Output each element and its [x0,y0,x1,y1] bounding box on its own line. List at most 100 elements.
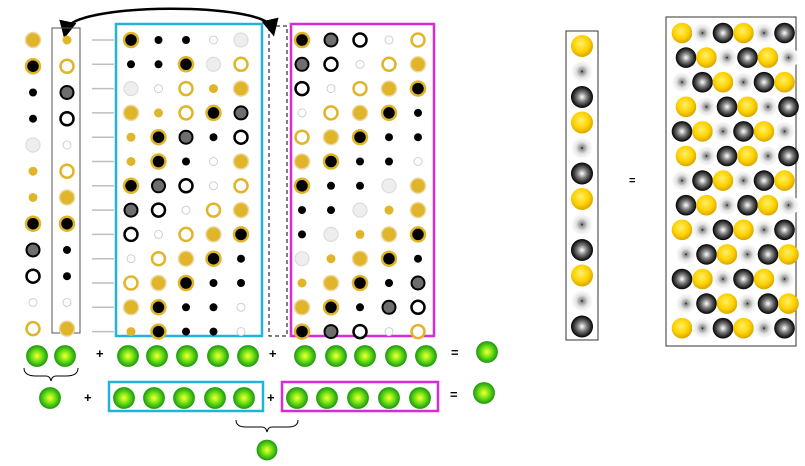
lattice-site [126,327,136,337]
lattice-site [63,245,71,254]
lattice-site [294,80,310,97]
sphere-yellow [571,111,593,134]
sphere-yellow [716,293,738,314]
equals-sign-2: = [450,387,458,402]
lattice-site [28,166,38,176]
magenta-site-grid [293,31,427,340]
lattice-site [205,56,222,72]
green-ball [39,387,61,409]
lattice-site [298,230,306,239]
sphere-white [696,96,717,118]
lattice-site [294,251,310,267]
green-ball [415,345,437,367]
lattice-site [232,226,250,243]
lattice-site [62,140,72,150]
lattice-site [150,299,167,316]
sphere-black [774,22,795,44]
lattice-site [380,80,398,97]
lattice-site [294,129,310,145]
lattice-site [29,114,37,123]
sphere-black [716,145,738,167]
lattice-site [326,84,336,94]
lattice-site [62,35,72,45]
sphere-black [737,194,758,216]
sphere-black [571,86,593,108]
sphere-black [692,170,713,191]
lattice-site [322,274,340,292]
sphere-white [737,244,758,265]
lattice-site [385,279,393,287]
lattice-site [123,226,139,243]
sphere-yellow [716,244,738,265]
lattice-site [154,229,163,239]
lattice-site [298,206,306,215]
brace-under-cyan-tail [235,419,299,433]
sphere-black [733,268,754,290]
lattice-site [352,32,368,48]
lattice-site [381,299,397,315]
green-ball [113,387,135,409]
lattice-site [154,84,163,94]
lattice-site [352,202,368,218]
lattice-site [322,299,340,316]
lattice-site [178,129,194,145]
lattice-site [62,297,72,307]
brace-under-pair [23,367,79,382]
lattice-site [59,58,75,74]
cyan-site-block [114,22,264,338]
lattice-site [232,80,250,97]
lattice-site [181,205,191,215]
lattice-site [236,302,246,312]
sphere-black [671,268,693,290]
lattice-site [209,84,218,94]
lattice-site [178,80,194,97]
sphere-yellow [696,194,717,216]
lattice-site [233,56,249,73]
lattice-site [293,323,311,340]
lattice-site [59,163,75,179]
lattice-site [381,178,397,194]
sphere-yellow [774,71,795,93]
sphere-white [712,121,734,142]
lattice-site [123,275,139,291]
sphere-black [737,47,758,68]
sphere-white [716,47,738,68]
lattice-site [384,35,394,45]
sphere-yellow [675,145,697,167]
green-ball [237,345,259,367]
sphere-grid-frame [665,16,797,347]
sphere-yellow [671,317,693,339]
sphere-white [692,317,713,339]
lattice-site [356,157,364,166]
sphere-yellow [671,219,693,241]
equals-sign-3: = [629,175,636,187]
sphere-white [757,96,779,118]
lattice-site [178,226,194,243]
lattice-site [414,254,422,263]
sphere-yellow [774,170,795,191]
sphere-yellow [753,121,775,142]
lattice-site [154,36,163,44]
lattice-site [410,323,426,340]
lattice-site [385,157,393,166]
lattice-site [352,80,368,97]
sphere-yellow [692,268,713,290]
sphere-black [753,71,775,93]
green-ball [294,345,316,367]
lattice-site [29,88,37,97]
sphere-white [675,293,697,314]
sphere-yellow [696,47,717,68]
lattice-site [209,35,218,45]
sphere-white [774,268,795,290]
lattice-site [127,60,135,69]
lattice-site [293,31,311,49]
sphere-white [571,290,593,312]
lattice-site [323,105,339,121]
lattice-site [178,105,194,121]
lattice-site [58,215,76,232]
lattice-site [123,202,139,218]
lattice-site [24,215,42,232]
sphere-white [696,145,717,167]
lattice-site [355,59,365,69]
